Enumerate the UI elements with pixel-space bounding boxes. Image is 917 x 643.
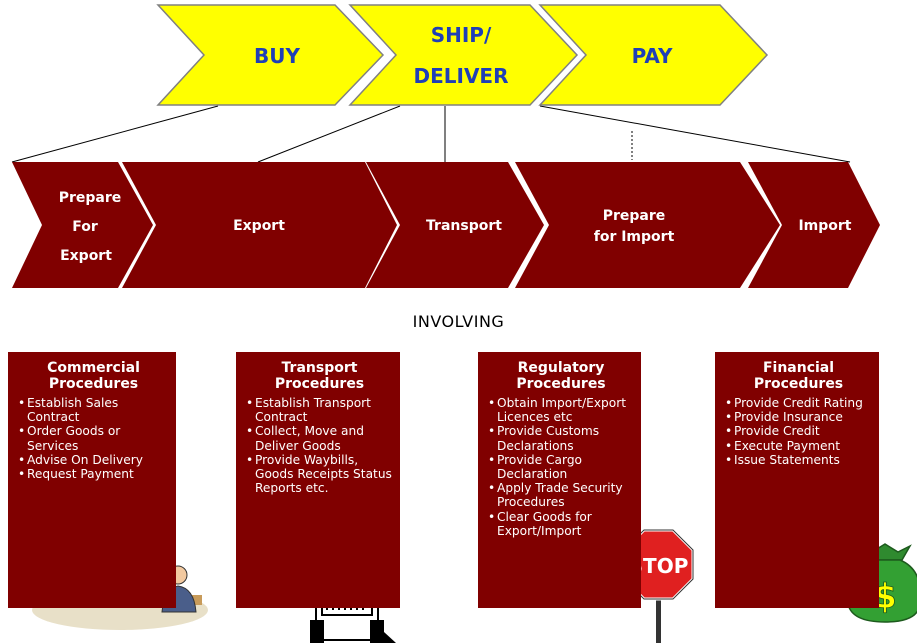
stage-chevron-ship bbox=[348, 4, 579, 106]
step-label-prepare-export-1: Prepare bbox=[59, 190, 122, 206]
procedure-item: Provide Insurance bbox=[725, 410, 873, 424]
step-label-import: Import bbox=[798, 218, 851, 234]
stage-label-buy: BUY bbox=[254, 44, 300, 68]
procedure-item: Provide Waybills, Goods Receipts Status … bbox=[246, 453, 394, 496]
connector-line bbox=[257, 105, 401, 163]
procedure-item: Provide Credit Rating bbox=[725, 396, 873, 410]
stage-chevron-buy bbox=[156, 4, 385, 106]
stage-chevron-pay bbox=[538, 4, 769, 106]
procedure-item: Provide Cargo Declaration bbox=[488, 453, 635, 481]
step-label-prepare-export-3: Export bbox=[60, 248, 112, 264]
connector-lines bbox=[11, 105, 851, 163]
step-label-prepare-import-1: Prepare bbox=[603, 208, 666, 224]
step-chevron-prepare-import bbox=[515, 162, 780, 288]
step-label-prepare-import-2: for Import bbox=[594, 229, 675, 245]
stage-label-pay: PAY bbox=[632, 44, 673, 68]
procedure-item: Execute Payment bbox=[725, 439, 873, 453]
financial-procedures-list: Provide Credit RatingProvide InsurancePr… bbox=[724, 396, 873, 467]
stage-labels: BUY SHIP/ DELIVER PAY bbox=[254, 23, 673, 88]
procedure-item: Order Goods or Services bbox=[18, 424, 170, 452]
step-chevron-export bbox=[122, 162, 397, 288]
procedure-item: Provide Customs Declarations bbox=[488, 424, 635, 452]
step-chevron-prepare-export bbox=[12, 162, 153, 288]
procedure-item: Establish Transport Contract bbox=[246, 396, 394, 424]
commercial-procedures-list: Establish Sales ContractOrder Goods or S… bbox=[17, 396, 170, 481]
procedure-item: Obtain Import/Export Licences etc bbox=[488, 396, 635, 424]
procedure-item: Establish Sales Contract bbox=[18, 396, 170, 424]
connector-line bbox=[11, 105, 219, 163]
stage-chevrons bbox=[156, 4, 769, 106]
step-label-transport: Transport bbox=[426, 218, 502, 234]
regulatory-procedures-list: Obtain Import/Export Licences etcProvide… bbox=[487, 396, 635, 538]
step-labels: Prepare For Export Export Transport Prep… bbox=[59, 190, 852, 264]
step-chevron-import bbox=[748, 162, 880, 288]
procedure-item: Request Payment bbox=[18, 467, 170, 481]
step-chevron-transport bbox=[366, 162, 544, 288]
step-label-export: Export bbox=[233, 218, 285, 234]
stage-label-ship-line2: DELIVER bbox=[414, 64, 509, 88]
step-chevrons bbox=[12, 162, 880, 288]
procedure-item: Collect, Move and Deliver Goods bbox=[246, 424, 394, 452]
money-bag-symbol: $ bbox=[873, 577, 897, 617]
stage-label-ship-line1: SHIP/ bbox=[431, 23, 492, 47]
transport-procedures-list: Establish Transport ContractCollect, Mov… bbox=[245, 396, 394, 495]
step-label-prepare-export-2: For bbox=[72, 219, 98, 235]
connector-line bbox=[539, 105, 851, 163]
involving-label: INVOLVING bbox=[412, 312, 505, 331]
procedure-item: Advise On Delivery bbox=[18, 453, 170, 467]
procedure-item: Apply Trade Security Procedures bbox=[488, 481, 635, 509]
procedure-item: Clear Goods for Export/Import bbox=[488, 510, 635, 538]
procedure-item: Provide Credit bbox=[725, 424, 873, 438]
procedure-item: Issue Statements bbox=[725, 453, 873, 467]
